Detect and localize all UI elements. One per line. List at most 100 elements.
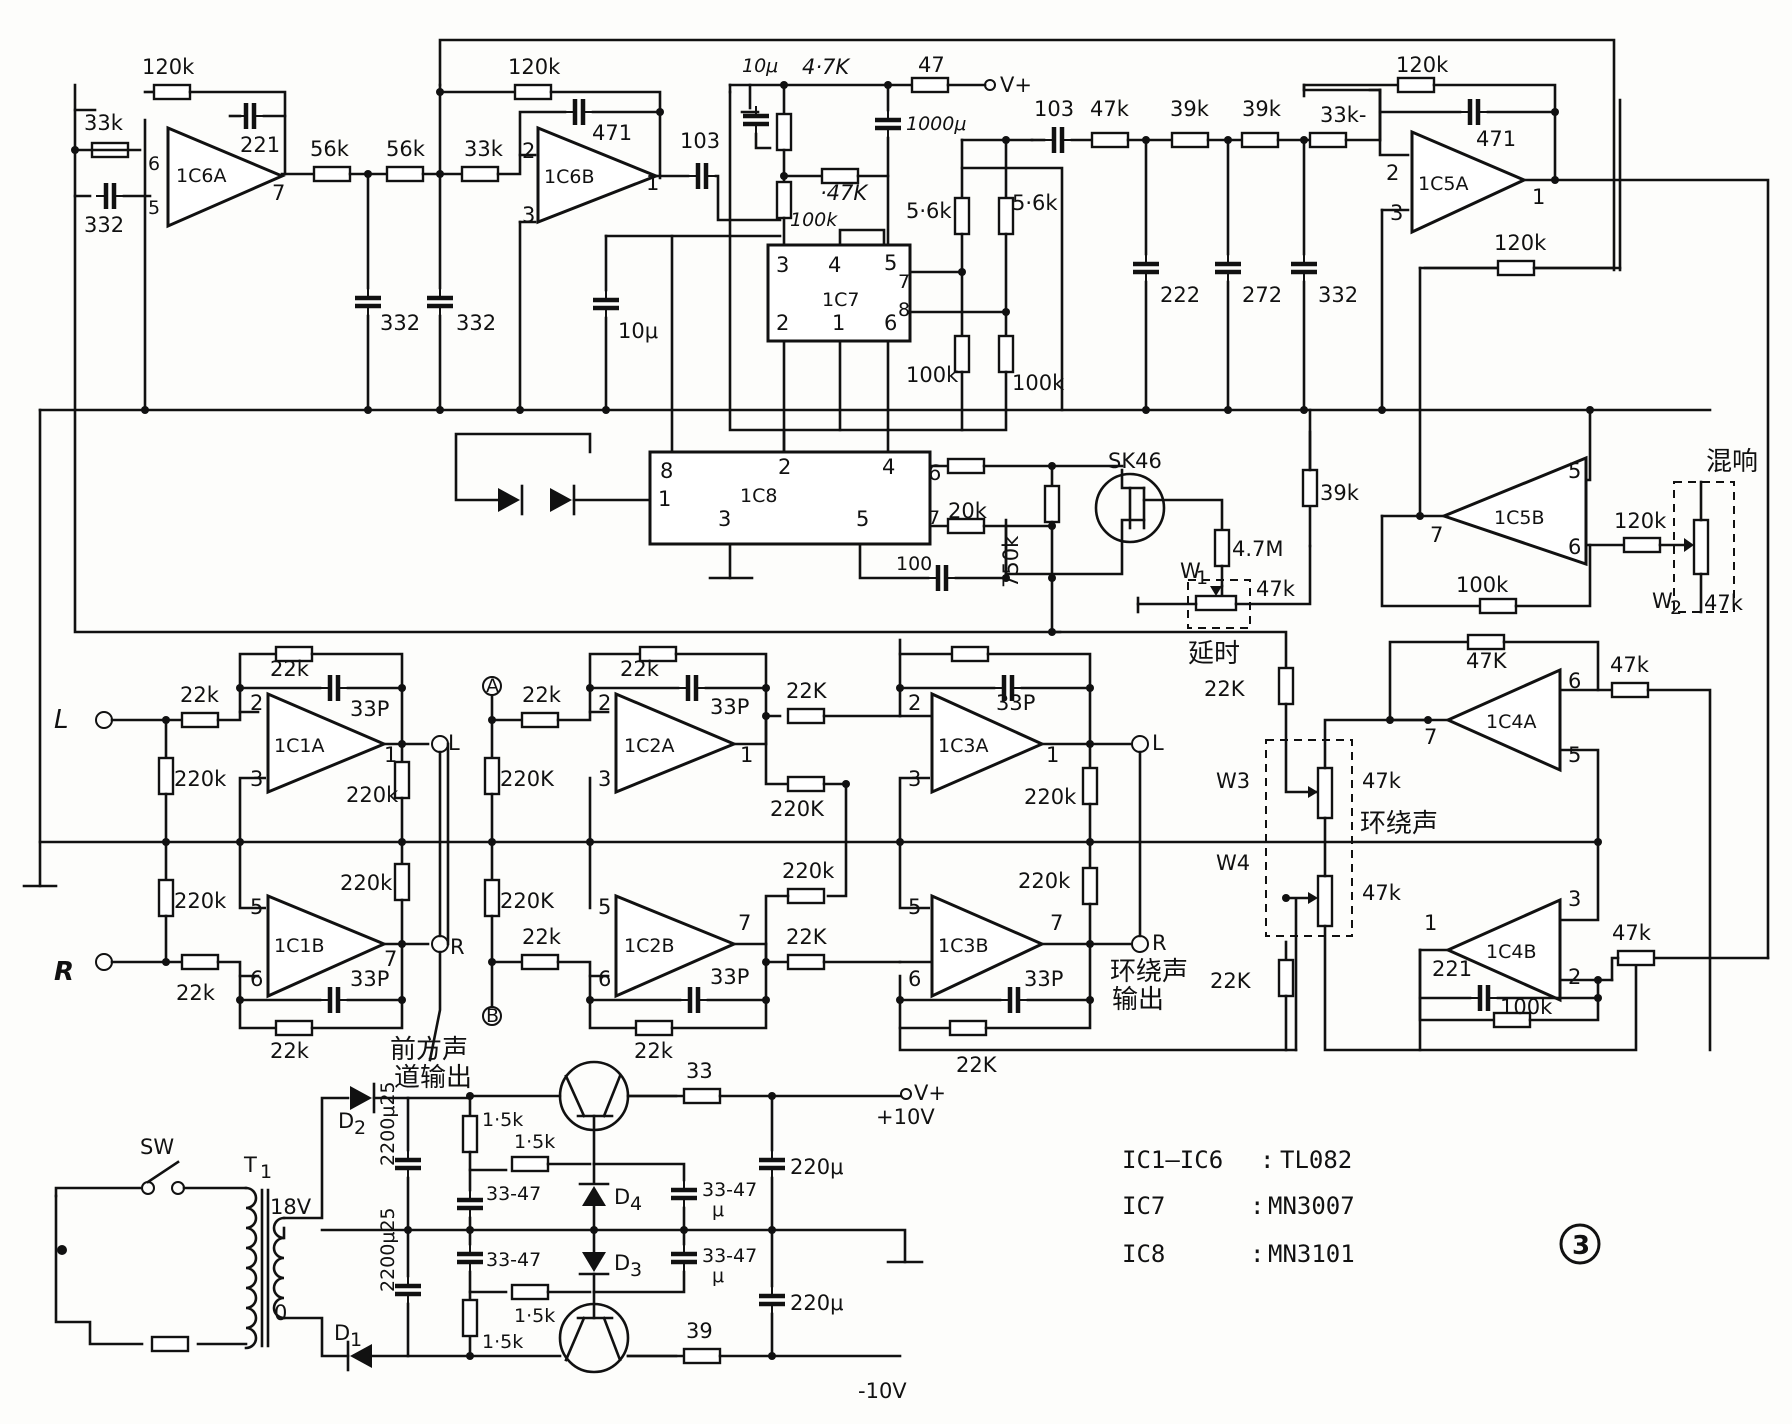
ic1a-label: 1C1A <box>274 735 324 757</box>
d3-sub: 3 <box>630 1259 642 1281</box>
c-220u-a: 220μ <box>790 1155 843 1179</box>
ic4a-opamp <box>1444 667 1562 773</box>
r-220k-ic2b-in: 220K <box>500 889 555 913</box>
ic3-section: 33P 1C3A 2 3 1 L 220k 220k 1C3B 5 6 7 R … <box>896 638 1298 1077</box>
ic1a-pin-1: 1 <box>384 743 397 767</box>
delay-label: 延时 <box>1188 639 1240 669</box>
ic3a-pin-1: 1 <box>1046 743 1059 767</box>
ic3a-pin-2: 2 <box>908 691 921 715</box>
r-33k-ic6a: 33k <box>84 111 124 135</box>
zero-label: 0 <box>274 1301 287 1325</box>
input-r-label: R <box>54 957 74 987</box>
ic1b-opamp <box>266 893 388 999</box>
r-33k-ic6b: 33k <box>464 137 504 161</box>
c-33-47u-b: 33-47 <box>702 1245 757 1267</box>
w1-sub: 1 <box>1196 567 1208 589</box>
ic6a-label: 1C6A <box>176 165 226 187</box>
sk46-label: SK46 <box>1108 449 1162 473</box>
ic6b-label: 1C6B <box>544 166 594 188</box>
r-47k-ic4a-in: 47k <box>1610 653 1650 677</box>
diode-d4-icon <box>582 1186 606 1206</box>
ic5b-pin-5: 5 <box>1568 459 1581 483</box>
r-47k-w3: 47k <box>1362 769 1402 793</box>
ic5b-opamp <box>1439 455 1588 567</box>
r-47k-w4: 47k <box>1362 881 1402 905</box>
legend: IC1—IC6 : TL082 IC7 : MN3007 IC8 : MN310… <box>1122 1146 1601 1268</box>
ic6b-pin-1: 1 <box>646 171 659 195</box>
r-47k-w1: 47k <box>1256 577 1296 601</box>
ic4a-label: 1C4A <box>1486 711 1536 733</box>
ic4b-pin-2: 2 <box>1568 965 1581 989</box>
reverb-label: 混响 <box>1706 447 1758 477</box>
c-33p-ic3b: 33P <box>1024 967 1063 991</box>
diode-d3-icon <box>582 1252 606 1272</box>
r-220k-ic2b-out: 220k <box>782 859 835 883</box>
c-2200u-lower: 2200μ25 <box>377 1207 399 1292</box>
ic5b-pin-7: 7 <box>1430 523 1443 547</box>
legend-part-3: IC8 <box>1122 1240 1165 1268</box>
legend-value-2: MN3007 <box>1268 1192 1355 1220</box>
out-l-front-label: L <box>448 731 460 755</box>
ic8-pin-6: 6 <box>928 461 941 485</box>
c-332-ic6a: 332 <box>84 213 124 237</box>
c-471-ic5a: 471 <box>1476 127 1516 151</box>
r-100k-ic7: 100k <box>790 209 838 231</box>
r-22k-ic2a-fb: 22k <box>620 657 660 681</box>
r-22k-ic1a-fb: 22k <box>270 657 310 681</box>
c-332-b: 332 <box>456 311 496 335</box>
switch-label: SW <box>140 1135 174 1159</box>
r-22k-ic1b-fb: 22k <box>270 1039 310 1063</box>
r-39k-ic5b: 39k <box>1320 481 1360 505</box>
r-22k-ic2b-fb: 22k <box>634 1039 674 1063</box>
out-r-front <box>431 935 449 953</box>
r-47k-ic7-top: 4·7K <box>802 55 851 79</box>
bus-wires <box>38 38 1770 960</box>
r-22k-ic2b-in: 22k <box>522 925 562 949</box>
r-220k-ic1b: 220k <box>340 871 393 895</box>
ic3b-opamp <box>930 893 1046 999</box>
d1-label: D <box>334 1321 350 1345</box>
r-47k-lpf: 47k <box>1090 97 1130 121</box>
c-100-label: 100 <box>896 553 932 575</box>
ic3b-pin-6: 6 <box>908 967 921 991</box>
ic7-pin-4: 4 <box>828 253 841 277</box>
r-22k-in-r: 22k <box>176 981 216 1005</box>
out-r-front-label: R <box>450 935 465 959</box>
ic8-pin-2: 2 <box>778 455 791 479</box>
c-471-ic6b: 471 <box>592 121 632 145</box>
r-56k-a: 56k <box>310 137 350 161</box>
ic8-pin-4: 4 <box>882 455 895 479</box>
ic4b-pin-1: 1 <box>1424 911 1437 935</box>
input-l-jack[interactable] <box>95 711 113 729</box>
ic1b-pin-7: 7 <box>384 947 397 971</box>
legend-sep-2: : <box>1250 1192 1264 1220</box>
ic6b-pin-3: 3 <box>522 203 535 227</box>
ic4b-pin-3: 3 <box>1568 887 1581 911</box>
c-33p-ic2a: 33P <box>710 695 749 719</box>
d1-sub: 1 <box>350 1329 362 1351</box>
ic8-label: 1C8 <box>740 485 777 507</box>
ic5b-label: 1C5B <box>1494 507 1544 529</box>
r-39-power: 39 <box>686 1319 713 1343</box>
input-r-jack[interactable] <box>95 953 113 971</box>
r-220k-in-l: 220k <box>174 767 227 791</box>
ic3a-opamp <box>930 691 1046 795</box>
ic7-pin-6: 6 <box>884 311 897 335</box>
ic5a-pin-3: 3 <box>1390 201 1403 225</box>
r-20k-label: 20k <box>948 499 988 523</box>
t1-label: T <box>243 1153 257 1177</box>
ic2a-pin-3: 3 <box>598 767 611 791</box>
r-220k-ic3b: 220k <box>1018 869 1071 893</box>
ic2b-pin-7: 7 <box>738 911 751 935</box>
mu-b: μ <box>712 1265 724 1287</box>
surround-out-label-2: 输出 <box>1112 985 1164 1015</box>
ic6a-opamp <box>166 125 286 229</box>
c-221-ic4b: 221 <box>1432 957 1472 981</box>
ic6b-pin-2: 2 <box>522 139 535 163</box>
out-r-surround <box>1131 935 1149 953</box>
r-22k-ic2b-out: 22K <box>786 925 828 949</box>
r-120k-ic5a-fb: 120k <box>1494 231 1547 255</box>
c-1000u: 1000μ <box>906 113 966 135</box>
figure-number: 3 <box>1572 1231 1590 1261</box>
ic2a-pin-1: 1 <box>740 743 753 767</box>
